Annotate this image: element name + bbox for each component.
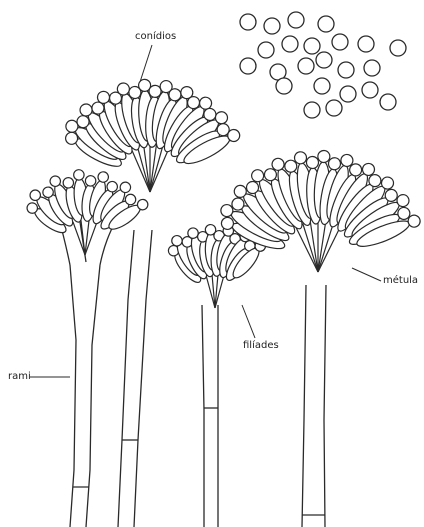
conidium-free — [264, 18, 280, 34]
conidium-free — [304, 102, 320, 118]
conidium-free — [298, 58, 314, 74]
conidium-free — [240, 58, 256, 74]
conidium-free — [316, 52, 332, 68]
metula — [137, 146, 150, 192]
conidium-free — [282, 36, 298, 52]
conidium-free — [390, 40, 406, 56]
stipe-wall — [118, 230, 134, 527]
conidium-free — [380, 94, 396, 110]
conidium-free — [240, 14, 256, 30]
conidiophore-heads — [24, 79, 422, 308]
stipe-wall — [86, 265, 100, 527]
conidium-free — [318, 16, 334, 32]
conidium — [73, 169, 84, 180]
conidium-free — [304, 38, 320, 54]
conidium-free — [258, 42, 274, 58]
metula — [150, 146, 163, 192]
leader-conidios — [140, 45, 152, 82]
leader-metula — [352, 268, 381, 281]
conidium-free — [332, 34, 348, 50]
conidium — [85, 175, 96, 186]
conidium-free — [326, 100, 342, 116]
stipe-wall — [70, 265, 76, 527]
conidium-free — [338, 62, 354, 78]
conidium-free — [364, 60, 380, 76]
label-filiades: filíades — [243, 340, 279, 352]
stipe-wall — [202, 305, 204, 527]
label-conidios: conídios — [135, 31, 176, 43]
stipe-wall — [324, 285, 326, 527]
conidium-free — [362, 82, 378, 98]
label-rami: rami — [8, 371, 31, 383]
free-conidia — [240, 12, 406, 118]
conidium-free — [288, 12, 304, 28]
stipe-wall — [302, 285, 306, 527]
stipe-wall — [134, 230, 152, 527]
conidium-free — [340, 86, 356, 102]
conidium-free — [276, 78, 292, 94]
conidium — [318, 150, 331, 163]
metula — [318, 223, 333, 272]
conidium-free — [314, 78, 330, 94]
conidium — [306, 156, 319, 169]
conidium-free — [358, 36, 374, 52]
leader-filiades — [242, 305, 255, 338]
label-metula: métula — [383, 275, 418, 287]
metula — [303, 223, 318, 272]
